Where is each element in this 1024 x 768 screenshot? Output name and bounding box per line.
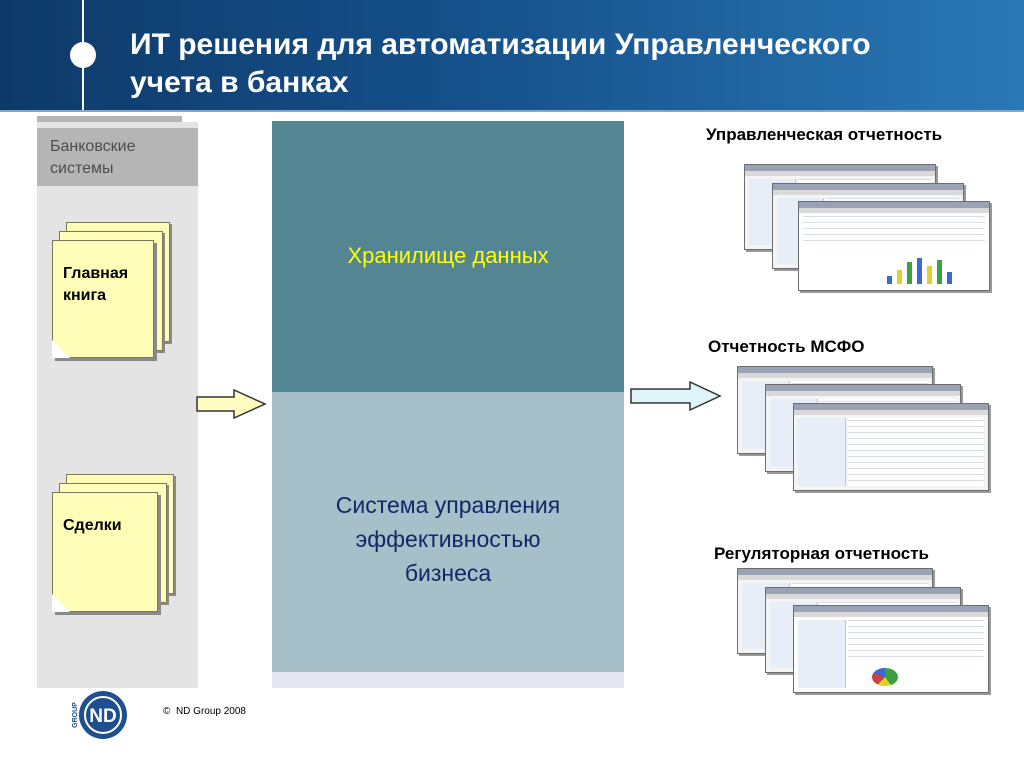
banking-systems-tab <box>37 116 182 122</box>
nd-group-logo: ND GROUP <box>72 691 127 739</box>
report-screenshot-with-chart <box>798 201 990 291</box>
copyright-text: ND Group 2008 <box>175 706 246 717</box>
header-bottom-line <box>0 110 1024 112</box>
page-title: ИТ решения для автоматизации Управленчес… <box>130 28 871 99</box>
report-bar-chart <box>885 256 971 284</box>
logo-text: ND <box>89 706 116 727</box>
epm-system-label: Система управления эффективностью бизнес… <box>335 492 561 586</box>
epm-system-block: Система управления эффективностью бизнес… <box>272 392 624 672</box>
report-screenshot-with-pie <box>793 605 989 693</box>
arrow-right-icon <box>630 380 722 412</box>
report-screenshot <box>793 403 989 491</box>
document-sheet-front: Главная книга <box>52 240 154 358</box>
banking-systems-heading: Банковские системы <box>50 138 136 177</box>
document-sheet-front: Сделки <box>52 492 158 612</box>
logo-side-text: GROUP <box>72 702 79 728</box>
data-warehouse-block: Хранилище данных <box>272 121 624 392</box>
arrow-right-icon <box>196 388 267 420</box>
epm-block-footer-strip <box>272 672 624 688</box>
copyright-symbol: © <box>163 706 171 717</box>
document-label-general-ledger: Главная книга <box>63 265 129 304</box>
copyright-notice: © ND Group 2008 <box>163 706 246 717</box>
banking-systems-header: Банковские системы <box>37 128 198 186</box>
document-fold-corner <box>52 594 70 612</box>
output-label-ifrs-reporting: Отчетность МСФО <box>708 337 865 356</box>
document-fold-corner <box>52 340 70 358</box>
data-warehouse-label: Хранилище данных <box>347 243 549 268</box>
title-bar: ИТ решения для автоматизации Управленчес… <box>0 0 1024 110</box>
output-label-regulatory-reporting: Регуляторная отчетность <box>714 544 930 563</box>
output-label-management-reporting: Управленческая отчетность <box>706 125 943 144</box>
report-pie-chart <box>872 668 898 686</box>
document-label-deals: Сделки <box>63 517 122 534</box>
header-decor-dot <box>70 42 96 68</box>
